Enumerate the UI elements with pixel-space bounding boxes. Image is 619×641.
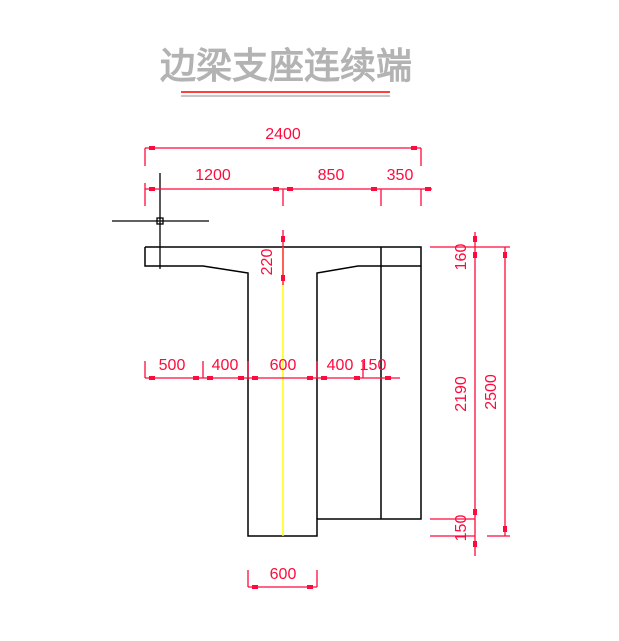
dim-text: 2190 <box>453 376 470 412</box>
dim-text: 150 <box>360 357 387 374</box>
dim-text: 850 <box>318 167 345 184</box>
dim-text: 600 <box>270 566 297 583</box>
dim-text: 400 <box>212 357 239 374</box>
dim-text: 500 <box>159 357 186 374</box>
dim-text: 2500 <box>483 374 500 410</box>
dim-haunch-height: 220 <box>259 230 285 285</box>
dim-right-heights: 160 2190 150 2500 <box>430 232 510 556</box>
dim-overall-width: 2400 <box>144 126 422 166</box>
dim-text: 160 <box>453 244 470 271</box>
dim-bottom-width: 600 <box>247 566 318 589</box>
dim-text: 400 <box>327 357 354 374</box>
dim-text: 350 <box>387 167 414 184</box>
dim-text: 150 <box>453 515 470 542</box>
dim-middle-row: 500 400 600 400 150 <box>144 357 400 380</box>
dim-text: 600 <box>270 357 297 374</box>
crosshair-cursor-icon[interactable] <box>112 173 209 269</box>
dim-text: 1200 <box>195 167 231 184</box>
dim-top-row: 1200 850 350 <box>144 167 432 206</box>
drawing-title: 边梁支座连续端 <box>160 46 412 87</box>
dim-text: 2400 <box>265 126 301 143</box>
dim-text: 220 <box>259 249 276 276</box>
